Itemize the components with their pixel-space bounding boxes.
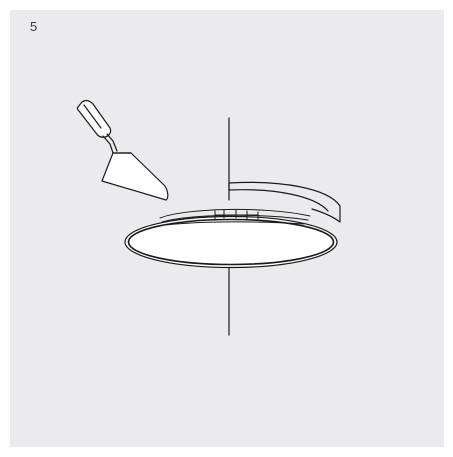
housing-flange [228, 181, 341, 223]
instruction-panel: 5 [10, 10, 444, 447]
trowel [76, 99, 169, 201]
step-number: 5 [30, 19, 38, 34]
trim-ring [124, 215, 338, 269]
installation-illustration [76, 99, 341, 336]
inner-reflector [159, 208, 311, 226]
